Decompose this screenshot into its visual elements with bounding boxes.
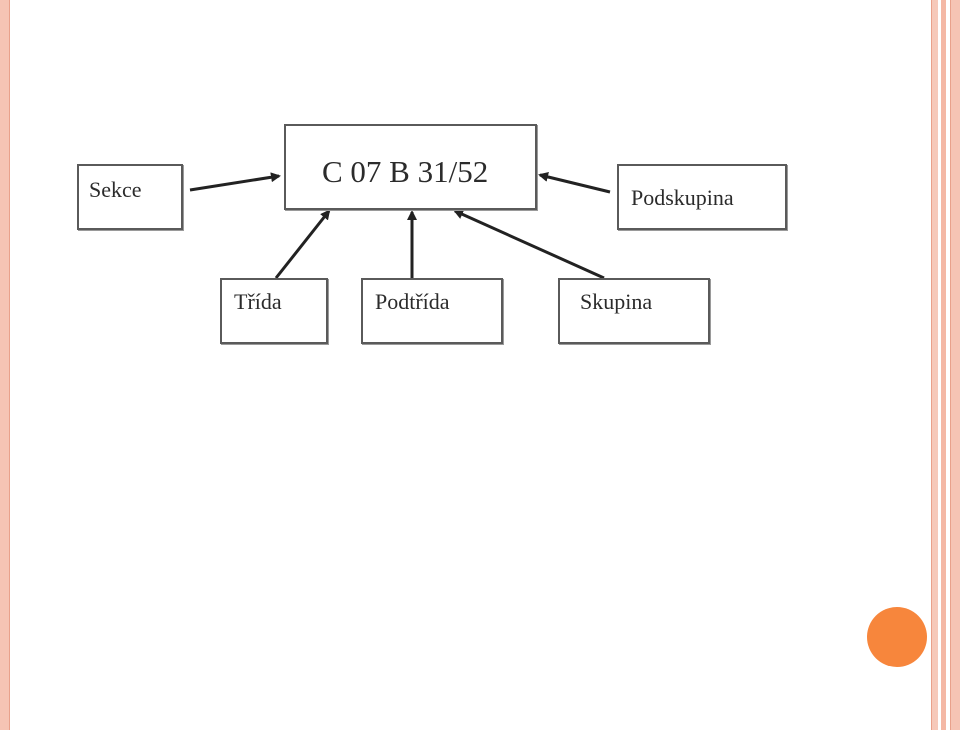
podtrida-label: Podtřída (375, 289, 450, 314)
trida-box: Třída (220, 278, 328, 344)
skupina-label: Skupina (580, 289, 653, 314)
sekce-label: Sekce (89, 177, 142, 202)
arrow-skupina (453, 209, 605, 280)
podtrida-box: Podtřída (361, 278, 503, 344)
arrow-trida (274, 209, 331, 279)
slide-frame-right-edge (950, 0, 960, 730)
slide-accent-dot (867, 607, 927, 667)
center-code-text: C 07 B 31/52 (322, 154, 489, 189)
podskupina-label: Podskupina (631, 185, 734, 210)
center-code-box: C 07 B 31/52 (284, 124, 537, 210)
slide-frame-right-stripe (941, 0, 946, 730)
sekce-box: Sekce (77, 164, 183, 230)
trida-label: Třída (234, 289, 282, 314)
slide-frame-right (931, 0, 938, 730)
podskupina-box: Podskupina (617, 164, 787, 230)
arrow-podskupina (538, 172, 611, 194)
arrow-sekce (189, 172, 281, 192)
slide-frame-left (0, 0, 10, 730)
skupina-box: Skupina (558, 278, 710, 344)
